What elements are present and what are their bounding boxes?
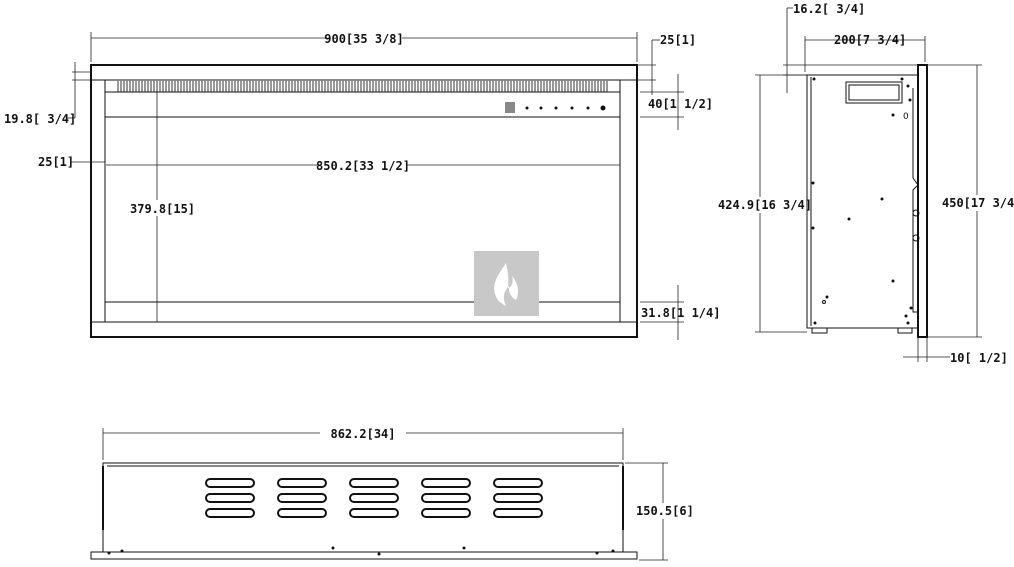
dim-side-depth: 200[7 3/4] <box>834 33 906 47</box>
dim-frame-thickness: 10[ 1/2] <box>950 351 1008 365</box>
flame-logo-icon <box>474 251 539 316</box>
top-view: 862.2[34] 150.5[6] <box>90 425 694 561</box>
dim-glass-width: 850.2[33 1/2] <box>316 159 410 173</box>
control-panel <box>505 102 606 113</box>
side-front-panel <box>917 64 928 338</box>
dim-top-offset: 19.8[ 3/4] <box>4 112 76 126</box>
side-view: 0 200[7 3/4] 16.2[ 3/4] 424.9[16 3/4] 45… <box>716 2 1014 365</box>
vent-slots <box>205 478 543 518</box>
dim-top-band: 40[1 1/2] <box>648 97 713 111</box>
dim-overall-height: 450[17 3/4] <box>942 196 1014 210</box>
top-front-frame <box>90 551 638 560</box>
dim-top-body-width: 862.2[34] <box>330 427 395 441</box>
dim-frame-offset: 16.2[ 3/4] <box>793 2 865 16</box>
svg-text:0: 0 <box>903 112 909 122</box>
dim-overall-width: 900[35 3/8] <box>324 32 403 46</box>
dim-side-frame-left: 25[1] <box>38 155 74 169</box>
top-body <box>102 462 624 553</box>
dim-body-height: 424.9[16 3/4] <box>718 198 812 212</box>
top-louver-strip <box>116 81 608 92</box>
dim-glass-height: 379.8[15] <box>130 202 195 216</box>
dim-side-frame-right: 25[1] <box>660 33 696 47</box>
dim-bottom-band: 31.8[1 1/4] <box>641 306 720 320</box>
dim-top-depth: 150.5[6] <box>636 504 694 518</box>
front-view: 900[35 3/8] 25[1] 19.8[ 3/4] 40[1 1/2] 2… <box>4 30 720 340</box>
side-body <box>806 74 919 329</box>
front-outer-frame <box>90 64 638 338</box>
